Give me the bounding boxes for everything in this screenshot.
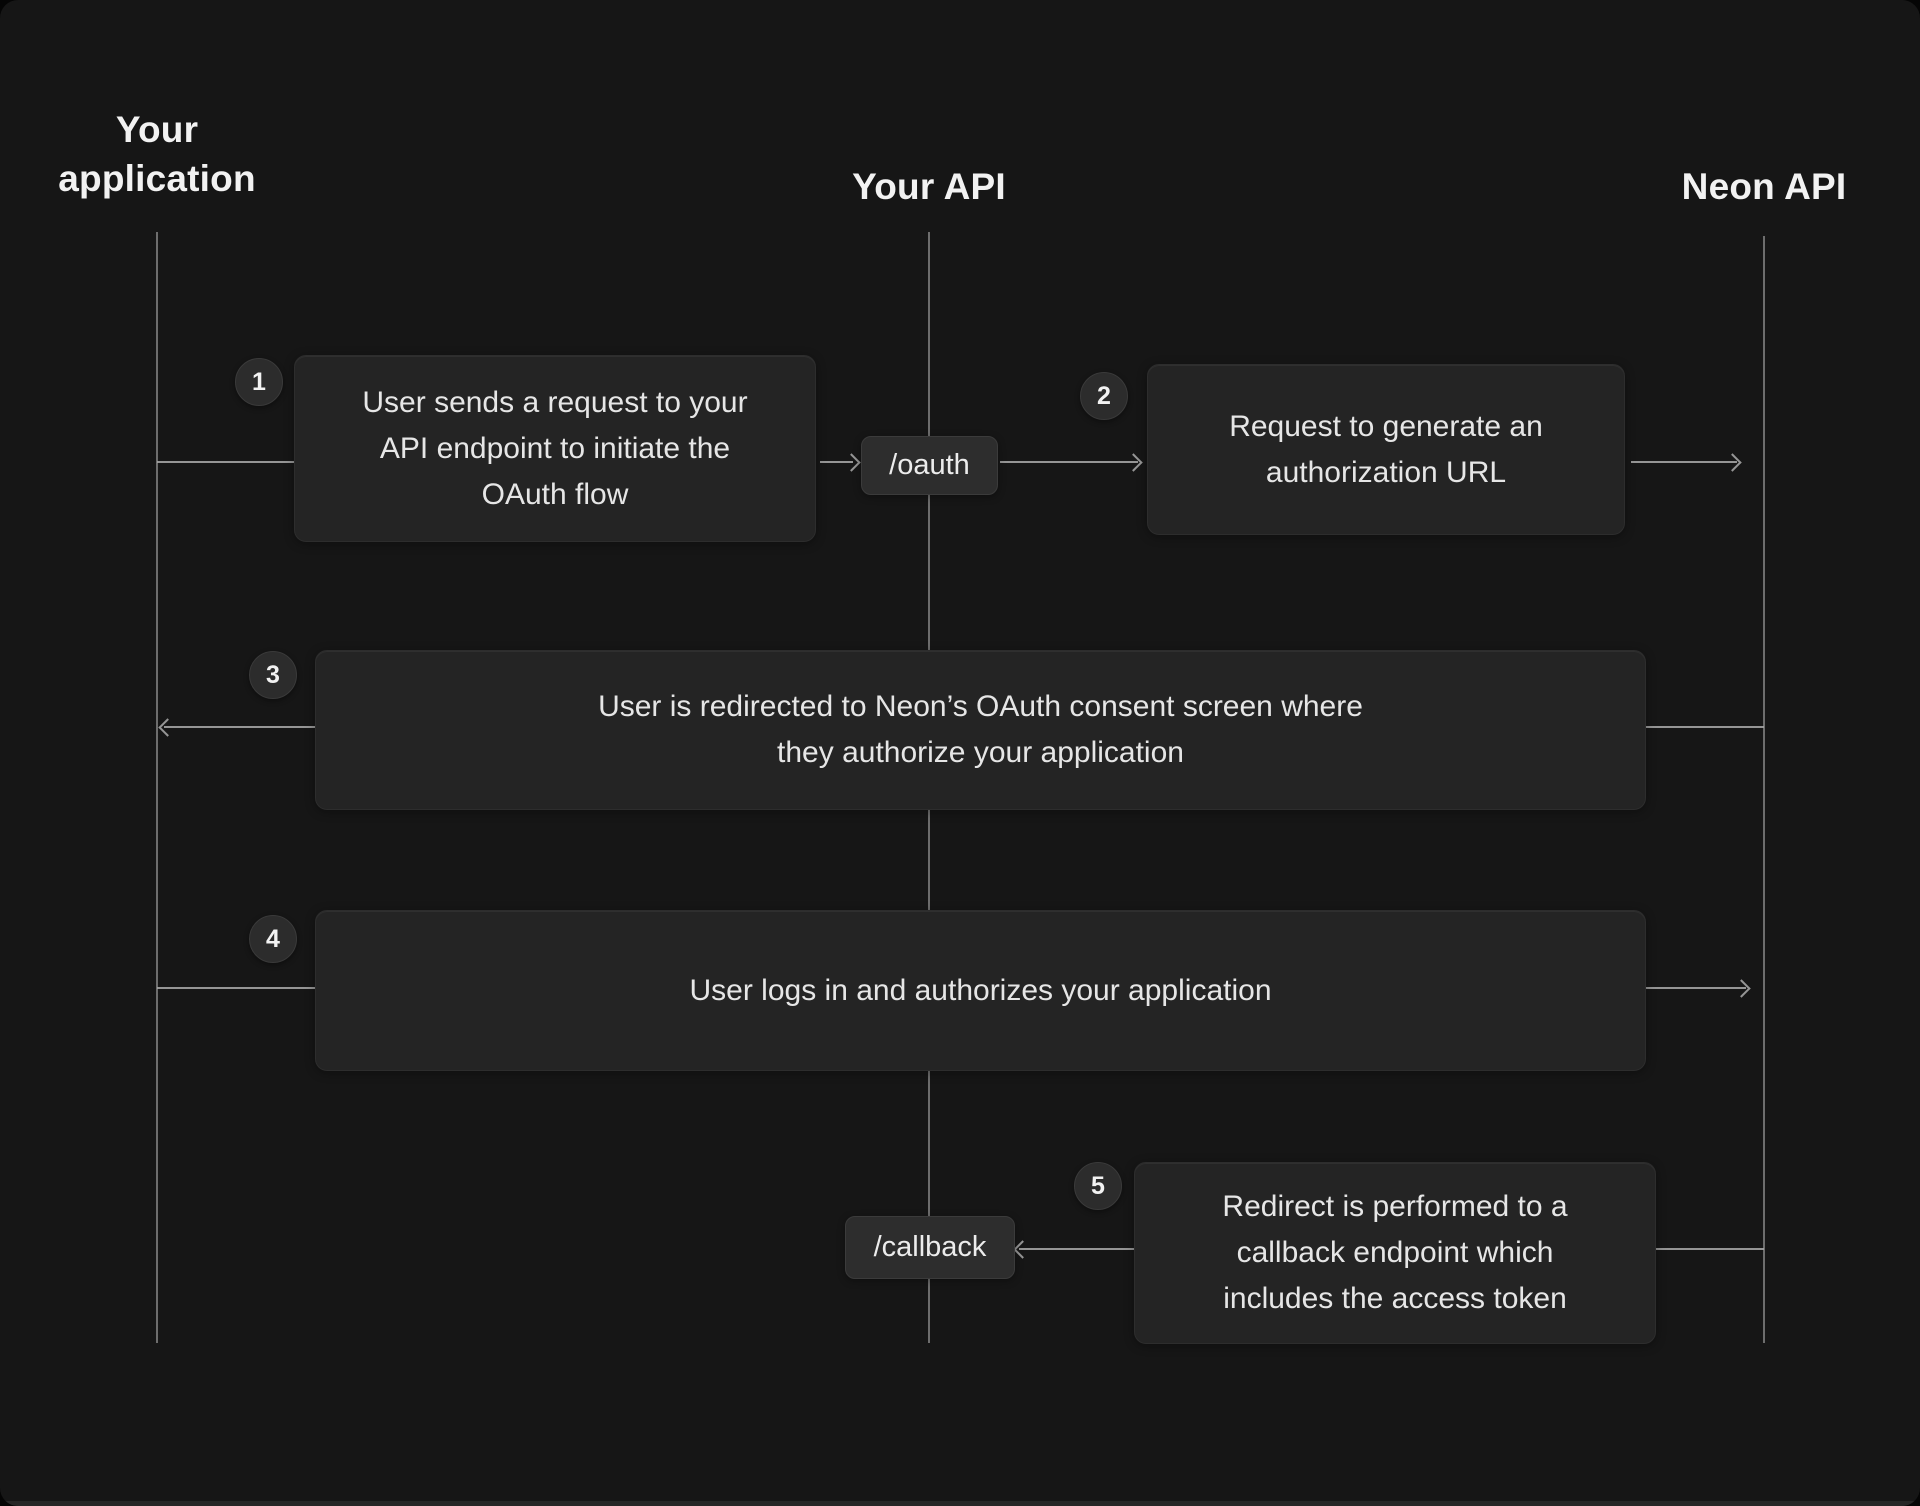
step-2-badge: 2 (1080, 372, 1128, 420)
step-4-badge: 4 (249, 915, 297, 963)
arrow-step2-to-neon-head-icon (1723, 453, 1742, 472)
step-1-badge: 1 (235, 358, 283, 406)
actor-your-api: Your API (852, 166, 1006, 207)
connector-neon-to-step5-line (1654, 1248, 1764, 1250)
step-1-box: User sends a request to your API endpoin… (294, 355, 816, 542)
lifeline-neon-api (1763, 236, 1765, 1343)
arrow-step1-to-oauth-line (820, 461, 853, 463)
actor-neon-api: Neon API (1681, 166, 1847, 207)
step-3-text-line: User is redirected to Neon’s OAuth conse… (598, 690, 1363, 723)
arrow-step4-to-neon-head-icon (1732, 979, 1751, 998)
step-5-text-line: includes the access token (1223, 1282, 1567, 1315)
bottom-edge-divider (0, 1501, 1920, 1506)
step-3-badge: 3 (249, 651, 297, 699)
step-1-text-line: User sends a request to your (362, 385, 748, 419)
arrow-step5-to-callback-line (1019, 1248, 1134, 1250)
step-2-box: Request to generate an authorization URL (1147, 364, 1625, 535)
arrow-oauth-to-step2-line (1000, 461, 1138, 463)
arrow-step5-to-callback-head-icon (1013, 1240, 1032, 1259)
step-4-box: User logs in and authorizes your applica… (315, 910, 1646, 1071)
step-2-text-line: Request to generate an (1229, 409, 1543, 443)
step-5-text-line: callback endpoint which (1236, 1236, 1554, 1269)
arrow-step1-to-oauth-head-icon (842, 453, 861, 472)
step-5-badge: 5 (1074, 1162, 1122, 1210)
step-3-text-line: they authorize your application (777, 736, 1184, 769)
step-4-text-line: User logs in and authorizes your applica… (689, 973, 1272, 1007)
lifeline-your-application (156, 232, 158, 1343)
endpoint-callback-tag: /callback (845, 1216, 1015, 1279)
connector-neon-to-step3-line (1644, 726, 1764, 728)
step-5-box: Redirect is performed to a callback endp… (1134, 1162, 1656, 1344)
arrow-step3-to-app-line (164, 726, 315, 728)
arrow-step2-to-neon-line (1631, 461, 1737, 463)
step-5-text-line: Redirect is performed to a (1222, 1190, 1568, 1223)
step-1-text-line: API endpoint to initiate the (379, 431, 731, 465)
connector-app-to-step1-line (157, 461, 294, 463)
endpoint-oauth-tag: /oauth (861, 436, 998, 495)
connector-app-to-step4-line (157, 987, 315, 989)
arrow-step3-to-app-head-icon (158, 718, 177, 737)
step-3-box: User is redirected to Neon’s OAuth conse… (315, 650, 1646, 810)
arrow-oauth-to-step2-head-icon (1124, 453, 1143, 472)
arrow-step4-to-neon-line (1644, 987, 1746, 989)
step-1-text-line: OAuth flow (481, 477, 629, 511)
step-2-text-line: authorization URL (1265, 455, 1507, 489)
actor-your-application: Your application (58, 109, 256, 199)
